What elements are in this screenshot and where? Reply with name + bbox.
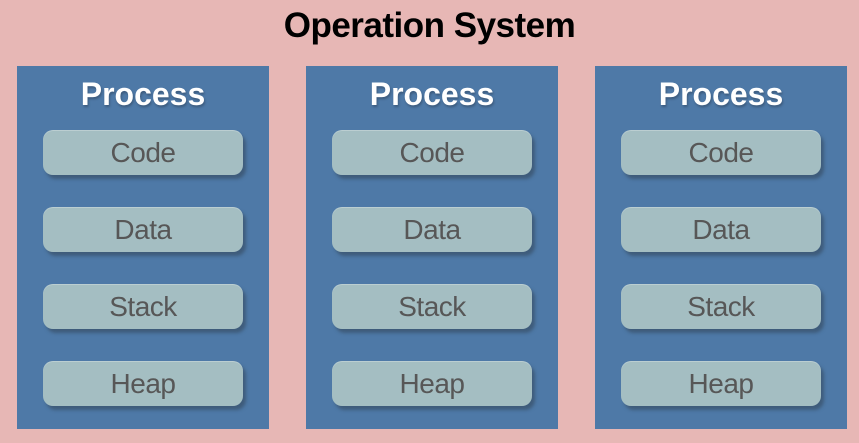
segment-heap: Heap	[332, 361, 532, 406]
segment-code: Code	[43, 130, 243, 175]
process-box: Process Code Data Stack Heap	[595, 66, 847, 429]
segment-data: Data	[43, 207, 243, 252]
segment-list: Code Data Stack Heap	[17, 130, 269, 406]
process-title: Process	[658, 76, 784, 112]
segment-stack: Stack	[332, 284, 532, 329]
segment-list: Code Data Stack Heap	[595, 130, 847, 406]
process-box: Process Code Data Stack Heap	[306, 66, 558, 429]
segment-code: Code	[332, 130, 532, 175]
diagram-title: Operation System	[283, 6, 576, 45]
segment-heap: Heap	[621, 361, 821, 406]
segment-data: Data	[332, 207, 532, 252]
segment-list: Code Data Stack Heap	[306, 130, 558, 406]
process-title: Process	[369, 76, 495, 112]
segment-stack: Stack	[43, 284, 243, 329]
process-box: Process Code Data Stack Heap	[17, 66, 269, 429]
process-row: Process Code Data Stack Heap Process Cod…	[17, 66, 847, 429]
segment-heap: Heap	[43, 361, 243, 406]
segment-data: Data	[621, 207, 821, 252]
segment-stack: Stack	[621, 284, 821, 329]
process-title: Process	[80, 76, 206, 112]
segment-code: Code	[621, 130, 821, 175]
